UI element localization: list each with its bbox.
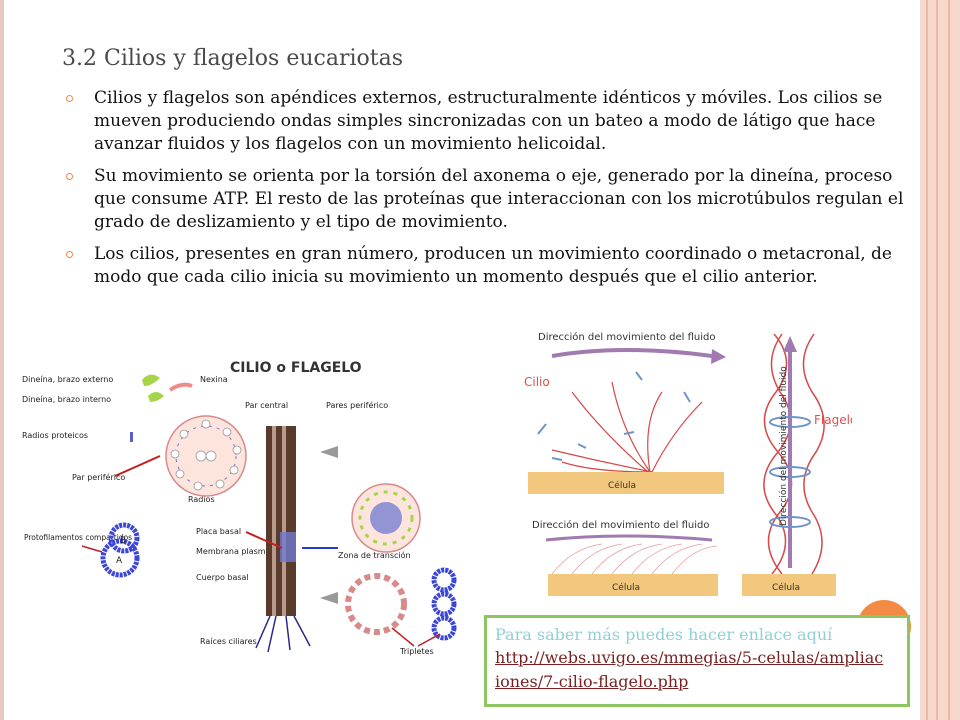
triplet-detail <box>431 567 457 641</box>
transition-zone-ring <box>358 490 414 546</box>
bullet-text: Su movimiento se orienta por la torsión … <box>94 166 904 232</box>
movement-diagram: Dirección del movimiento del fluido Cili… <box>524 331 857 596</box>
dynein-outer-arm-icon <box>142 374 160 386</box>
label-cuerpo-basal: Cuerpo basal <box>196 573 249 582</box>
direction-top-label: Dirección del movimiento del fluido <box>538 331 716 343</box>
label-pares-periferico: Pares periférico <box>326 400 388 410</box>
radial-spoke-icon <box>130 432 133 442</box>
figure-heading: CILIO o FLAGELO <box>230 360 362 376</box>
label-b: B <box>120 536 126 546</box>
direction-vertical-label: Dirección del movimiento del fluido <box>778 366 789 526</box>
celula-top-label: Célula <box>608 480 636 491</box>
bullet-item: Su movimiento se orienta por la torsión … <box>58 165 920 234</box>
gray-arrow-upper <box>320 446 338 458</box>
bullet-item: Cilios y flagelos son apéndices externos… <box>58 87 920 156</box>
doublet-pointer-arrow <box>114 455 161 477</box>
bullet-text: Los cilios, presentes en gran número, pr… <box>94 244 892 287</box>
celula-flagellum-label: Célula <box>772 582 800 593</box>
movement-figure: Dirección del movimiento del fluido Cili… <box>512 322 857 604</box>
peripheral-doublets <box>170 419 242 491</box>
cilio-label: Cilio <box>524 375 550 389</box>
cell-flagellum <box>742 574 836 596</box>
triplet-pointer-b <box>417 633 441 647</box>
cilium-structure-figure: CILIO o FLAGELO Dineína, brazo externo D… <box>20 352 480 662</box>
bullet-icon <box>66 251 73 258</box>
cell-top <box>528 472 724 494</box>
cilium-structure-diagram: CILIO o FLAGELO Dineína, brazo externo D… <box>22 360 457 656</box>
gray-arrow-lower <box>320 592 338 604</box>
direction-bottom-label: Dirección del movimiento del fluido <box>532 519 710 531</box>
triplet-pointer-a <box>391 627 415 647</box>
radial-spokes-ring <box>175 425 237 487</box>
bullet-icon <box>66 173 73 180</box>
label-radios: Radios <box>188 495 215 504</box>
basal-plate-pointer <box>245 531 283 549</box>
cilium-shaft <box>255 426 311 653</box>
flagelo-label: Flagelo <box>814 413 852 427</box>
label-dineina-externo: Dineína, brazo externo <box>22 375 113 384</box>
label-raices: Raíces ciliares <box>200 637 257 646</box>
label-tripletes: Tripletes <box>399 647 434 656</box>
right-frame-border <box>920 0 960 720</box>
basal-body-triplets <box>345 573 407 635</box>
label-protofilamentos: Protofilamentos compartidos <box>24 533 132 542</box>
label-par-central: Par central <box>245 401 288 410</box>
nexin-icon <box>168 382 193 392</box>
label-placa-basal: Placa basal <box>196 527 241 536</box>
label-par-periferico: Par periférico <box>72 472 125 482</box>
direction-top-arrow <box>551 348 713 358</box>
cilium-strokes <box>551 381 703 473</box>
label-dineina-interno: Dineína, brazo interno <box>22 395 111 404</box>
dynein-inner-arm-icon <box>148 392 164 402</box>
direction-top-arrowhead <box>711 349 726 364</box>
bullet-item: Los cilios, presentes en gran número, pr… <box>58 243 920 289</box>
label-zona-transcion: Zona de transción <box>338 550 411 560</box>
label-membrana: Membrana plasmática <box>196 547 285 556</box>
protofilament-pointer <box>81 545 103 553</box>
fluid-flow-arrows <box>537 371 691 461</box>
central-pair-b <box>205 450 217 462</box>
flagellum-direction-arrowhead <box>783 336 797 352</box>
slide-title: 3.2 Cilios y flagelos eucariotas <box>62 46 403 71</box>
label-nexina: Nexina <box>200 375 228 384</box>
helical-rotation-arrows <box>769 416 811 528</box>
doublet-ab: A B <box>100 522 140 578</box>
cell-bottom <box>548 574 718 596</box>
label-a: A <box>116 556 123 566</box>
central-pair-a <box>195 450 207 462</box>
transition-zone-core <box>370 502 402 534</box>
bullet-icon <box>66 95 73 102</box>
direction-bottom-arrow <box>545 534 713 542</box>
more-info-text: Para saber más puedes hacer enlace aquí <box>495 625 833 644</box>
label-radios-proteicos: Radios proteicos <box>22 431 88 440</box>
celula-bottom-label: Célula <box>612 582 640 593</box>
more-info-box: Para saber más puedes hacer enlace aquí … <box>484 615 910 707</box>
bullet-list: Cilios y flagelos son apéndices externos… <box>58 87 920 298</box>
metachronal-cilia <box>551 543 718 575</box>
left-frame-border <box>0 0 4 720</box>
more-info-link[interactable]: http://webs.uvigo.es/mmegias/5-celulas/a… <box>495 648 884 691</box>
flagellum-waves <box>763 333 825 575</box>
bullet-text: Cilios y flagelos son apéndices externos… <box>94 88 883 154</box>
